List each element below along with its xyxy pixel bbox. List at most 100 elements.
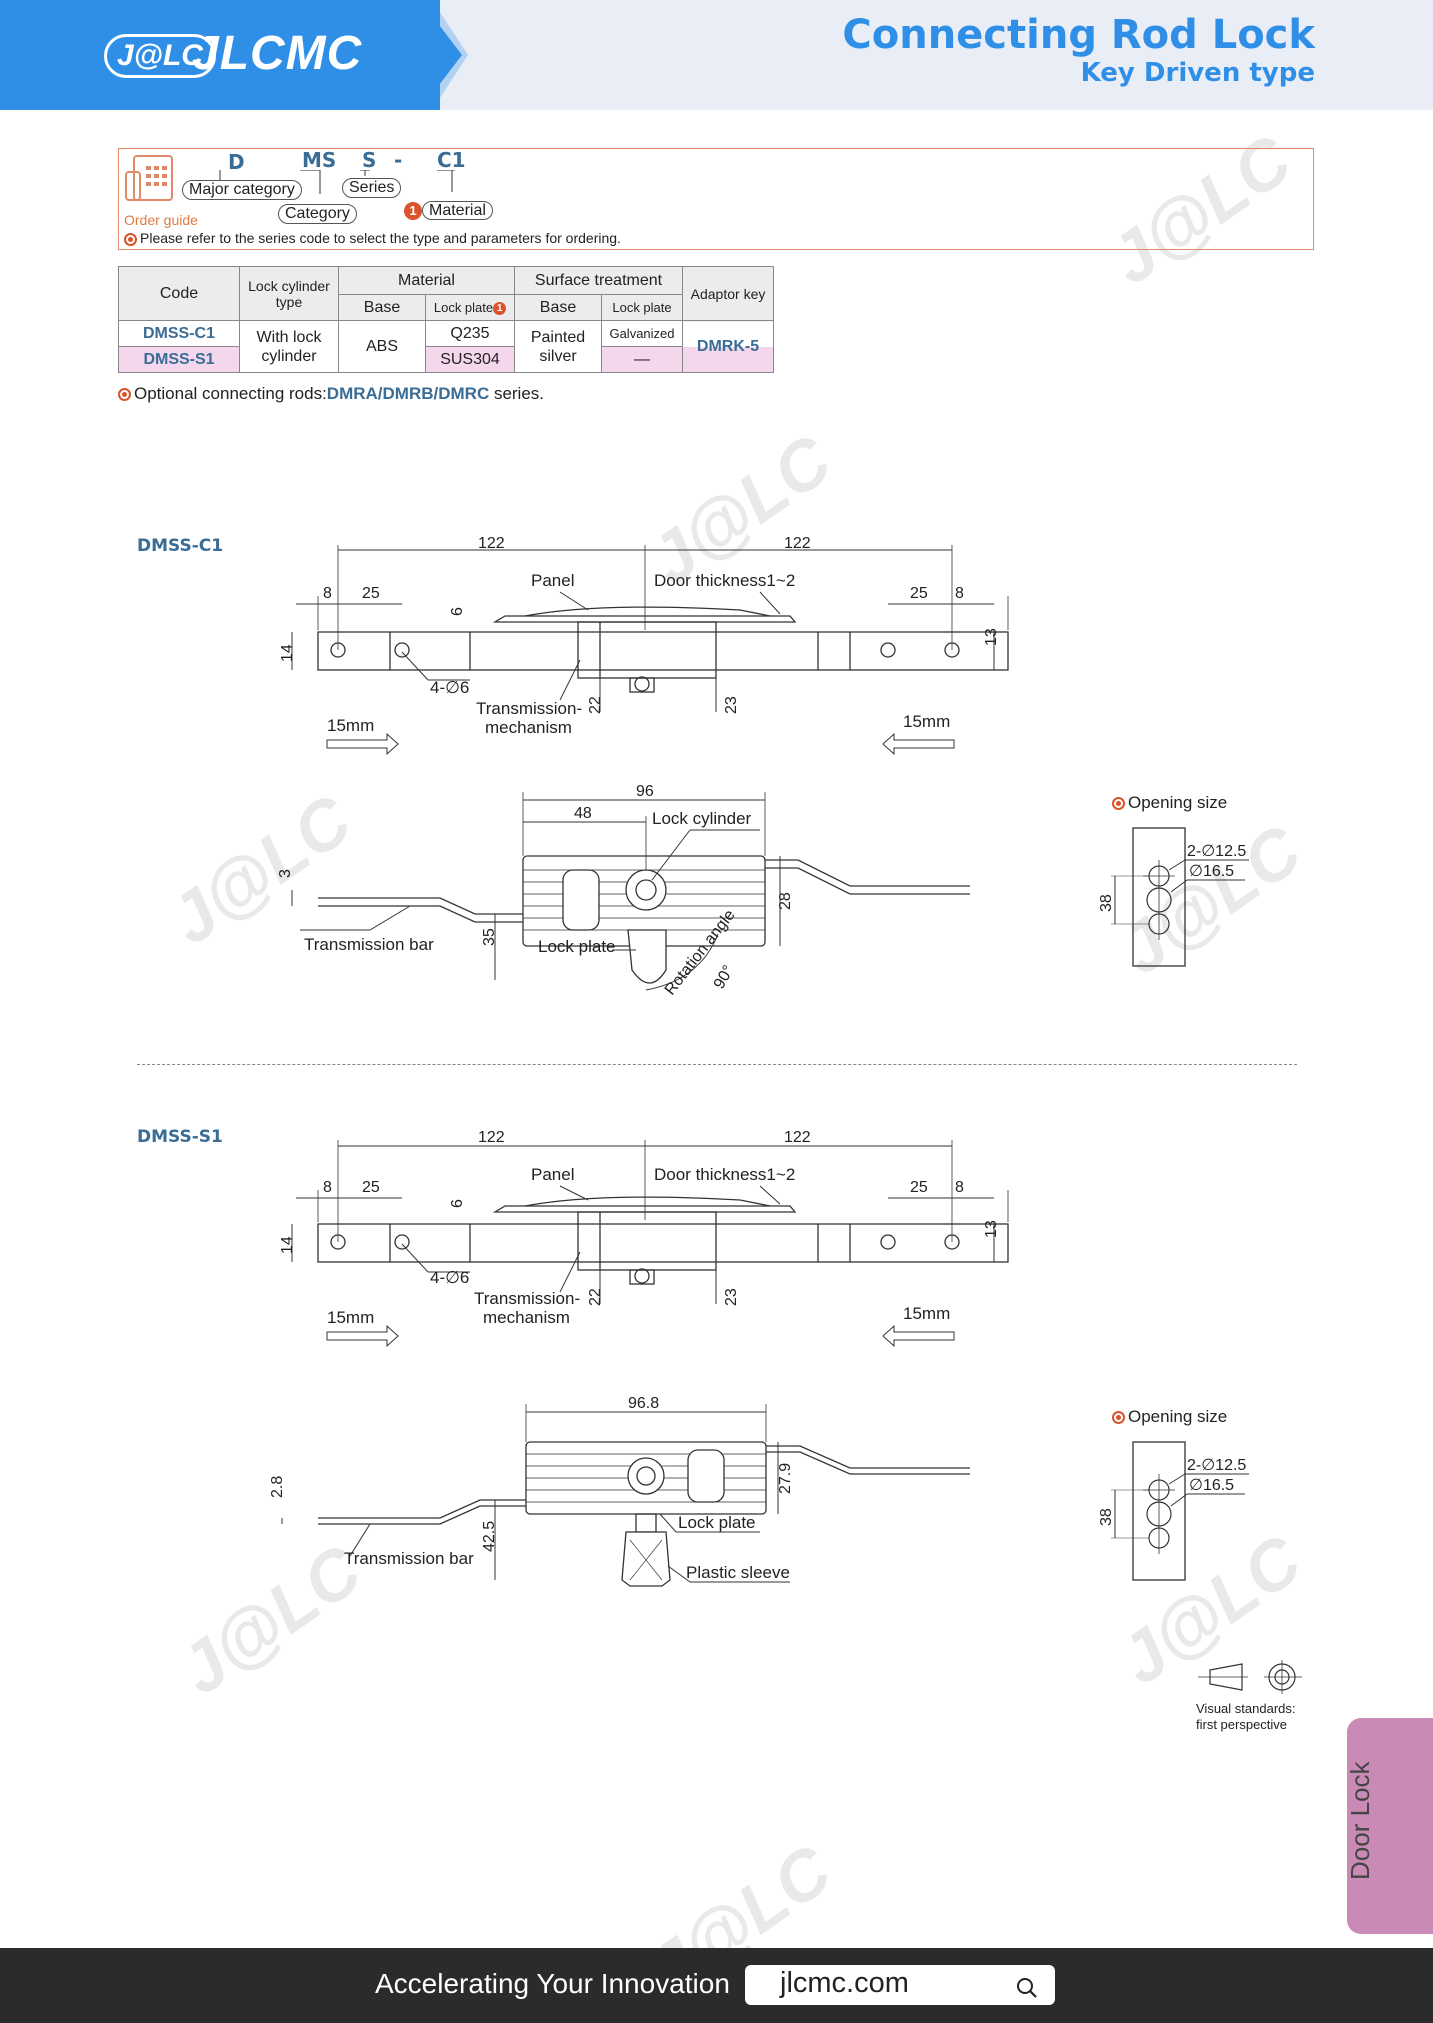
- page-subtitle: Key Driven type: [1080, 58, 1315, 88]
- material-badge: 1: [404, 202, 422, 220]
- url-text[interactable]: jlcmc.com: [780, 1967, 909, 1999]
- header-chevron: [420, 0, 462, 110]
- cell-lock-plate-surface: Galvanized: [601, 320, 683, 347]
- opening-dim-holes: 2-∅12.5: [1187, 1457, 1246, 1474]
- table-row: DMSS-C1 With lock cylinder ABS Q235 Pain…: [118, 320, 774, 373]
- dim-122: 122: [478, 535, 505, 552]
- dim-13: 13: [983, 1220, 1000, 1238]
- url-search-box[interactable]: [745, 1965, 1055, 2005]
- label-travel-left: 15mm: [327, 1308, 374, 1327]
- label-travel-right: 15mm: [903, 1304, 950, 1323]
- dim-6: 6: [449, 607, 466, 616]
- th-lock-plate: Lock plate: [601, 294, 683, 321]
- bullet-icon: [118, 388, 131, 402]
- logo-band: [0, 0, 440, 110]
- code-part: C1: [437, 148, 466, 172]
- label-holes: 4-∅6: [430, 1268, 469, 1287]
- dim-14: 14: [279, 644, 296, 662]
- opening-size-title: Opening size: [1112, 793, 1227, 813]
- dim-23: 23: [723, 1288, 740, 1306]
- cell-adaptor-key: DMRK-5: [682, 320, 774, 373]
- th-base: Base: [514, 294, 602, 321]
- cell-base-material: ABS: [338, 320, 426, 373]
- code-part: MS: [302, 148, 337, 172]
- label-panel: Panel: [531, 571, 574, 590]
- logo-mark: J@LC: [104, 34, 216, 78]
- cell-lock-plate-material: Q235: [425, 320, 515, 347]
- bullet-icon: [124, 232, 137, 246]
- spec-table: Code Lock cylinder type Material Surface…: [118, 266, 774, 373]
- cell-code: DMSS-C1: [118, 320, 240, 347]
- opening-dim-38: 38: [1098, 1508, 1115, 1526]
- opening-size-text: Opening size: [1128, 793, 1228, 812]
- order-note: Please refer to the series code to selec…: [124, 230, 621, 246]
- label-transmission-bar: Transmission bar: [344, 1549, 474, 1568]
- label-transmission: Transmission-: [476, 699, 582, 718]
- search-icon[interactable]: [1015, 1976, 1039, 2000]
- order-guide-label: Order guide: [124, 212, 198, 228]
- opening-dim-center: ∅16.5: [1189, 1477, 1234, 1494]
- bullet-icon: [1112, 1411, 1125, 1425]
- dim-25: 25: [362, 1179, 380, 1196]
- dim-48: 48: [574, 805, 592, 822]
- cell-lock-cylinder: With lock cylinder: [239, 320, 339, 373]
- dim-2-8: 2.8: [269, 1476, 286, 1498]
- visual-standards-note: Visual standards: first perspective: [1196, 1701, 1296, 1733]
- th-surface: Surface treatment: [514, 266, 683, 295]
- dim-8: 8: [323, 585, 332, 602]
- opening-size-text: Opening size: [1128, 1407, 1228, 1426]
- label-panel: Panel: [531, 1165, 574, 1184]
- label-holes: 4-∅6: [430, 678, 469, 697]
- label-door-thickness: Door thickness1~2: [654, 1165, 795, 1184]
- dim-6: 6: [449, 1199, 466, 1208]
- cell-base-surface: Painted silver: [514, 320, 602, 373]
- footer-slogan: Accelerating Your Innovation: [375, 1968, 730, 1999]
- label-transmission-bar: Transmission bar: [304, 935, 434, 954]
- dim-14: 14: [279, 1236, 296, 1254]
- opening-size-diagram: 2-∅12.5 ∅16.5 38: [1098, 827, 1249, 967]
- dim-25: 25: [362, 585, 380, 602]
- label-travel-left: 15mm: [327, 716, 374, 735]
- visual-standards-line2: first perspective: [1196, 1717, 1288, 1732]
- page-footer: [0, 1948, 1433, 2023]
- dim-28: 28: [777, 892, 794, 910]
- dim-122: 122: [784, 1129, 811, 1146]
- category-tag: Category: [278, 204, 357, 224]
- code-part: -: [394, 148, 403, 172]
- dim-25: 25: [910, 585, 928, 602]
- page-title: Connecting Rod Lock: [842, 12, 1315, 58]
- label-transmission: Transmission-: [474, 1289, 580, 1308]
- major-category-tag: Major category: [182, 180, 302, 200]
- material-badge: 1: [493, 302, 507, 316]
- visual-standards-line1: Visual standards:: [1196, 1701, 1296, 1716]
- dim-8: 8: [323, 1179, 332, 1196]
- optional-prefix: Optional connecting rods:: [134, 384, 327, 403]
- dim-27-9: 27.9: [777, 1463, 794, 1494]
- opening-size-title: Opening size: [1112, 1407, 1227, 1427]
- cell-lock-plate-material: SUS304: [425, 346, 515, 373]
- dim-122: 122: [784, 535, 811, 552]
- drawing-c1: 122 122 8 25 25 8 6 14 13 22 23 Panel Do…: [277, 535, 1009, 998]
- opening-dim-38: 38: [1098, 894, 1115, 912]
- dim-96-8: 96.8: [628, 1395, 659, 1412]
- th-base: Base: [338, 294, 426, 321]
- table-row: DMSS-S1 SUS304 —: [118, 346, 774, 373]
- dim-42-5: 42.5: [481, 1521, 498, 1552]
- th-code: Code: [118, 266, 240, 321]
- side-tab[interactable]: [1347, 1718, 1433, 1934]
- th-material: Material: [338, 266, 515, 295]
- opening-dim-holes: 2-∅12.5: [1187, 843, 1246, 860]
- logo-text: JLCMC: [192, 27, 363, 80]
- optional-series: DMRA/DMRB/DMRC: [326, 384, 490, 403]
- dim-35: 35: [481, 928, 498, 946]
- series-tag: Series: [342, 178, 402, 198]
- label-lock-plate: Lock plate: [538, 937, 616, 956]
- th-lock-plate-text: Lock plate: [433, 299, 494, 315]
- order-note-text: Please refer to the series code to selec…: [140, 230, 621, 246]
- optional-note: Optional connecting rods:DMRA/DMRB/DMRC …: [118, 384, 544, 404]
- label-lock-cylinder: Lock cylinder: [652, 809, 752, 828]
- section-divider: [137, 1064, 1297, 1065]
- optional-suffix: series.: [489, 384, 545, 403]
- dim-13: 13: [983, 628, 1000, 646]
- section-title-s1: DMSS-S1: [137, 1127, 223, 1147]
